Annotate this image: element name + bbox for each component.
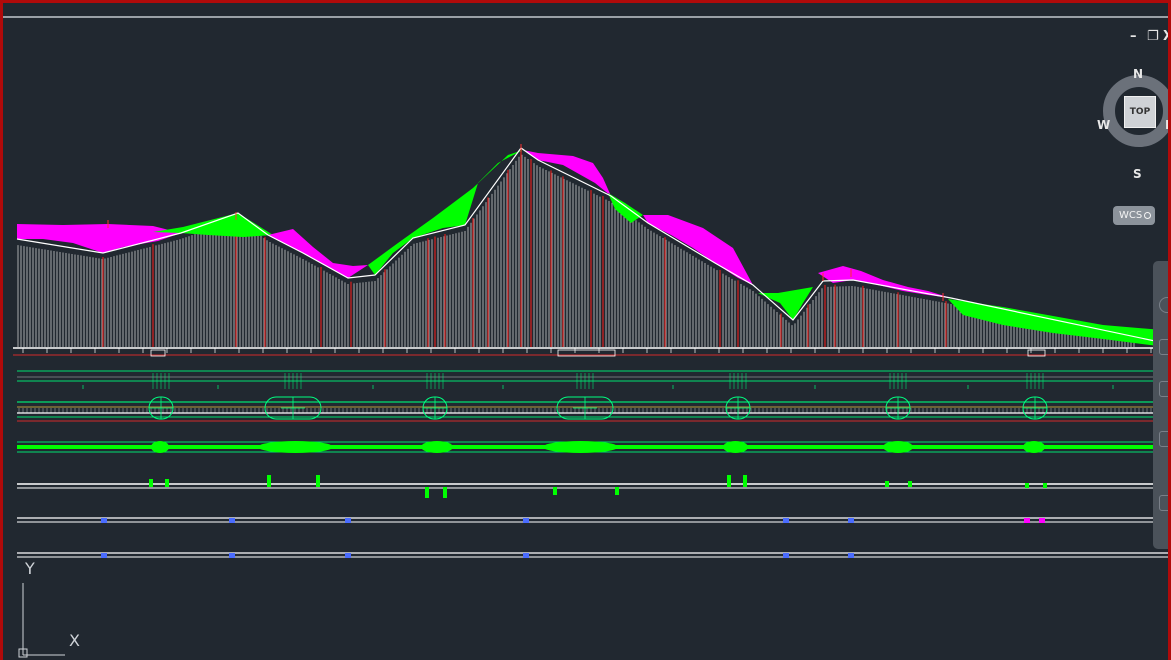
model-space-canvas[interactable]: [3, 3, 1171, 660]
viewcube-top-face[interactable]: TOP: [1124, 96, 1156, 128]
cut-region-far-right: [818, 266, 951, 298]
navigation-bar[interactable]: [1153, 261, 1168, 549]
grade-break-markers: [107, 144, 944, 301]
ucs-icon: [18, 583, 65, 658]
zoom-icon[interactable]: [1159, 381, 1168, 397]
compass-west[interactable]: W: [1097, 118, 1111, 132]
profile-hatch: [17, 152, 1135, 347]
fill-region-valley: [758, 287, 813, 320]
wcs-menu-button[interactable]: WCS: [1113, 206, 1155, 225]
compass-south[interactable]: S: [1133, 167, 1142, 181]
cut-region-left: [17, 224, 181, 253]
ucs-y-label: Y: [25, 559, 35, 578]
full-navigation-wheel-icon[interactable]: [1159, 297, 1168, 313]
window-top-edge: [3, 16, 1168, 18]
cut-region-mid-left: [268, 229, 368, 278]
viewcube[interactable]: N S W E TOP: [1095, 63, 1168, 193]
profile-data-bands: [13, 347, 1168, 558]
chevron-down-icon: [1144, 212, 1151, 219]
restore-button[interactable]: ❐: [1147, 29, 1159, 44]
orbit-icon[interactable]: [1159, 431, 1168, 447]
compass-north[interactable]: N: [1133, 67, 1144, 81]
ucs-x-label: X: [69, 631, 80, 650]
cut-region-peak: [523, 150, 611, 196]
fill-region-left: [153, 213, 273, 237]
close-button[interactable]: X: [1163, 30, 1168, 44]
fill-region-tail: [948, 299, 1168, 348]
cut-region-right: [643, 215, 753, 285]
compass-east[interactable]: E: [1165, 118, 1168, 132]
wcs-label: WCS: [1119, 210, 1143, 221]
pan-icon[interactable]: [1159, 339, 1168, 355]
fill-region-center-left: [368, 150, 523, 275]
minimize-button[interactable]: –: [1130, 29, 1137, 44]
showmotion-icon[interactable]: [1159, 495, 1168, 511]
